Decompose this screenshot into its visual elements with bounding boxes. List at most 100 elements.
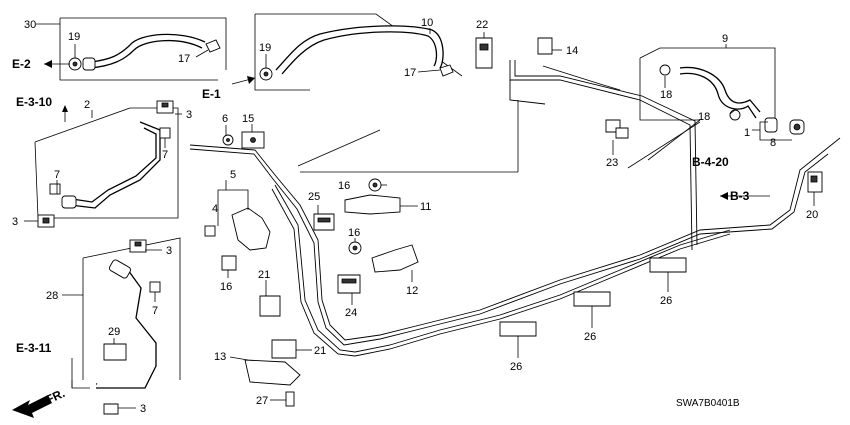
diagram-code: SWA7B0401B: [676, 398, 740, 409]
bolt-16-a: [368, 178, 382, 192]
bolt-4: [204, 225, 216, 237]
callout-6: 6: [222, 113, 228, 125]
callout-27: 27: [256, 395, 268, 407]
callout-29: 29: [108, 326, 120, 338]
callout-7-c: 7: [152, 305, 158, 317]
callout-9: 9: [722, 33, 728, 45]
callout-4: 4: [212, 203, 218, 215]
ref-e-3-11: E-3-11: [16, 341, 52, 355]
callout-7-b: 7: [54, 169, 60, 181]
clip-21-b: [271, 339, 297, 359]
clip-3-b: [37, 214, 55, 228]
leader-lines: [24, 23, 815, 409]
callout-13: 13: [214, 351, 226, 363]
clamp-18-a: [659, 64, 671, 76]
callout-21-a: 21: [258, 269, 270, 281]
callout-20: 20: [806, 209, 818, 221]
callout-5: 5: [230, 169, 236, 181]
callout-3-a: 3: [186, 109, 192, 121]
callout-16-a: 16: [338, 180, 350, 192]
joint-1: [764, 117, 778, 133]
clamp-7-a: [159, 127, 171, 139]
clip-21-a: [259, 295, 281, 317]
clamp-7-b: [49, 183, 61, 195]
bolt-16-b: [348, 241, 362, 255]
bracket-11: [344, 194, 401, 215]
callout-11: 11: [420, 201, 431, 213]
fuel-hose-28: [95, 259, 157, 389]
callout-26-b: 26: [584, 331, 596, 343]
bracket-15: [241, 131, 265, 149]
protector-13: [244, 359, 301, 386]
callout-19-right: 19: [259, 42, 271, 54]
callout-17-right: 17: [404, 67, 416, 79]
callout-25: 25: [308, 191, 320, 203]
callout-15: 15: [242, 113, 254, 125]
callout-24: 24: [345, 307, 357, 319]
label-front: FR.: [44, 386, 67, 407]
callout-10: 10: [421, 17, 433, 29]
ref-e-1: E-1: [202, 87, 221, 101]
callout-26-a: 26: [510, 361, 522, 373]
fuel-hose-2: [61, 121, 161, 209]
box-2: [34, 107, 179, 219]
callout-numbers: 30 19 17 10 19 17 22 14 9 18 18 1 8 23 2…: [12, 17, 818, 415]
clip-14: [537, 37, 553, 55]
clip-29: [103, 343, 127, 361]
main-fuel-pipe-bundle: [189, 60, 841, 357]
callout-3-d: 3: [140, 403, 146, 415]
clip-3-a: [156, 100, 174, 114]
bracket-12: [371, 244, 419, 273]
clip-24: [337, 274, 361, 294]
clip-23: [605, 119, 629, 139]
clamp-17-left: [205, 39, 221, 53]
clamp-19-left: [68, 57, 82, 71]
callout-21-b: 21: [314, 345, 326, 357]
reference-arrows: [44, 60, 770, 389]
ref-b-4-20: B-4-20: [692, 155, 729, 169]
clip-3-c: [129, 239, 147, 253]
callout-3-b: 3: [12, 216, 18, 228]
nut-6: [222, 134, 234, 146]
callout-30: 30: [24, 19, 36, 31]
clip-3-d: [103, 403, 119, 415]
fuel-hose-30: [82, 33, 206, 71]
ref-e-3-10: E-3-10: [16, 95, 52, 109]
bracket-20: [807, 171, 823, 193]
callout-22: 22: [476, 19, 488, 31]
clamp-17-right: [439, 64, 454, 77]
clip-26-b: [573, 291, 611, 307]
callout-3-c: 3: [166, 245, 172, 257]
bolt-16-c: [221, 255, 237, 271]
callout-28: 28: [46, 290, 58, 302]
fuel-hose-9: [679, 66, 761, 119]
callout-2: 2: [84, 99, 90, 111]
callout-23: 23: [606, 157, 618, 169]
bracket-5: [231, 207, 271, 251]
fuel-hose-10: [275, 25, 444, 75]
callout-14: 14: [566, 45, 578, 57]
front-direction-arrow: [12, 395, 52, 418]
clip-22: [475, 37, 493, 69]
ref-b-3: B-3: [730, 189, 750, 203]
clamp-19-right: [259, 67, 273, 81]
box-30: [59, 17, 227, 81]
callout-16-c: 16: [220, 281, 232, 293]
section-references: E-2 E-1 E-3-10 E-3-11 B-4-20 B-3 FR.: [12, 57, 750, 407]
clip-26-a: [499, 321, 537, 337]
joint-8: [789, 119, 805, 135]
bolt-27: [285, 391, 295, 407]
callout-7-a: 7: [162, 149, 168, 161]
callout-19-left: 19: [68, 31, 80, 43]
clamp-18-b: [729, 109, 741, 121]
callout-8: 8: [770, 137, 776, 149]
clip-25: [313, 213, 335, 231]
ref-e-2: E-2: [12, 57, 31, 71]
callout-18-a: 18: [660, 89, 672, 101]
callout-17-left: 17: [178, 53, 190, 65]
callout-26-c: 26: [660, 295, 672, 307]
callout-12: 12: [406, 285, 418, 297]
clamp-7-c: [149, 281, 161, 293]
callout-1: 1: [744, 127, 750, 139]
